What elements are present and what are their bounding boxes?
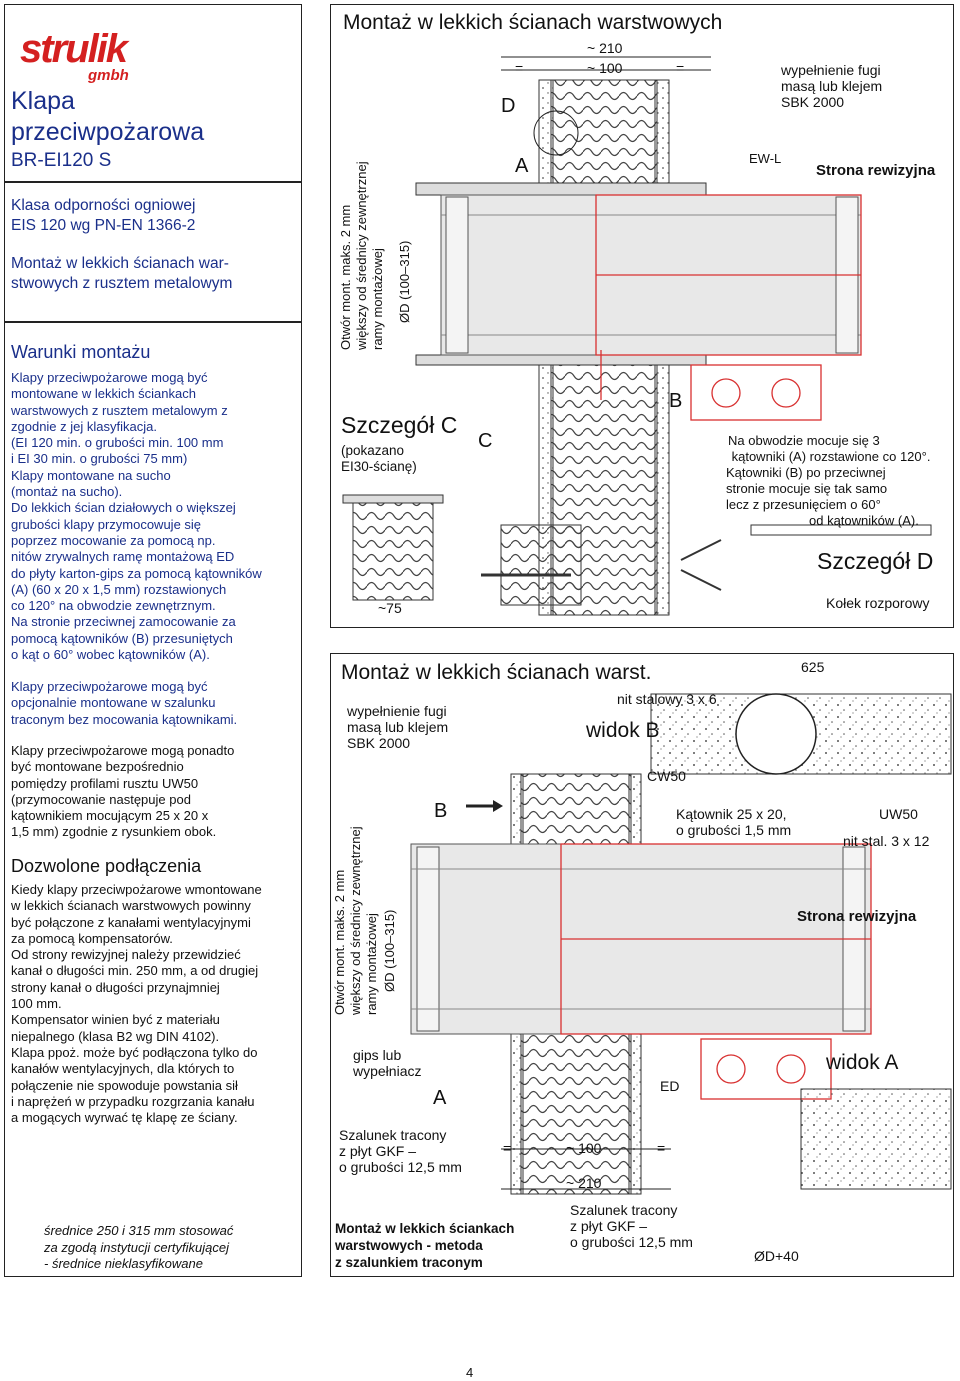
detail-d-note: Kołek rozporowy [826,595,930,611]
opening-note: Otwór mont. maks. 2 mm większy od średni… [338,161,385,350]
detail-d-title: Szczegół D [817,548,934,574]
dim-100-label: ~ 100 [587,60,623,76]
diagram-wall-mounting-drawing [342,56,932,616]
mounting-frame [415,182,707,196]
view-b-title: widok B [586,719,660,742]
angle-b-note: Kątowniki (B) po przeciwnej stronie mocu… [726,465,888,512]
mount-type-line2: stwowych z rusztem metalowym [11,275,233,292]
fill-note: wypełnienie fugi masą lub klejem SBK 200… [781,62,883,110]
view-a-title: widok A [826,1051,899,1074]
divider [4,321,302,323]
connections-title: Dozwolone podłączenia [11,856,202,876]
label-a: A [433,1087,447,1109]
conditions-text-optional: Klapy przeciwpożarowe mogą być opcjonaln… [11,679,238,727]
detail-c-title: Szczegół C [341,412,458,438]
diameter-footnote: średnice 250 i 315 mm stosować za zgodą … [44,1223,234,1271]
dim-equal-label: = [657,1140,666,1156]
diagram-formwork-mounting [330,653,954,1277]
label-b: B [434,800,448,822]
mount-type-line1: Montaż w lekkich ścianach war- [11,255,229,272]
detail-c-drawing [342,494,582,606]
dim-210-label: ~ 210 [566,1175,602,1191]
diameter-label: ØD (100–315) [382,909,397,992]
angle-label: Kątownik 25 x 20, o grubości 1,5 mm [676,806,792,838]
release-mechanism [560,843,872,1100]
dim-d40-label: ØD+40 [754,1248,799,1264]
view-a-section [800,1088,952,1190]
diagram2-caption: Montaż w lekkich ściankach warstwowych -… [335,1221,515,1270]
rivet-label: nit stalowy 3 x 6 [617,691,717,707]
label-b: B [669,390,683,412]
dim-210-label: ~ 210 [587,40,623,56]
diagram2-title: Montaż w lekkich ścianach warst. [341,661,652,684]
angle-a-note: Na obwodzie mocuje się 3 kątowniki (A) r… [728,433,931,464]
info-panel [4,4,302,1277]
svg-text:gmbh: gmbh [87,67,129,84]
dim-75-label: ~75 [378,600,402,616]
cw50-label: CW50 [647,768,686,784]
detail-c-note: (pokazano EI30-ścianę) [341,443,417,474]
view-b-opening [735,693,817,775]
label-d: D [501,95,516,117]
formwork-label-2: Szalunek tracony z płyt GKF – o grubości… [570,1202,693,1250]
rivet2-label: nit stal. 3 x 12 [843,833,930,849]
inspection-side-label: Strona rewizyjna [816,162,936,179]
label-a: A [515,155,529,177]
detail-d-drawing [680,524,932,591]
inspection-side-label: Strona rewizyjna [797,908,917,925]
page-number: 4 [466,1365,474,1380]
conditions-text-direct: Klapy przeciwpożarowe mogą ponadto być m… [11,743,235,840]
dim-625-label: 625 [801,659,825,675]
divider [4,181,302,183]
dim-equal-label: = [676,60,685,76]
conditions-text: Klapy przeciwpożarowe mogą być montowane… [11,370,262,663]
product-title-line1: Klapa [11,87,75,115]
svg-text:strulik: strulik [20,27,130,71]
dim-100-label: ~ 100 [566,1140,602,1156]
uw50-label: UW50 [879,806,918,822]
angle-b-note-end: od kątowników (A). [809,513,919,528]
diameter-label: ØD (100–315) [397,240,412,323]
formwork-label: Szalunek tracony z płyt GKF – o grubości… [339,1127,462,1175]
diagram-wall-mounting [330,4,954,628]
strulik-logo: strulik gmbh [20,27,132,84]
dim-equal-label: = [515,60,524,76]
fill-note: wypełnienie fugi masą lub klejem SBK 200… [347,703,449,751]
detail-d-marker [533,110,579,156]
fire-class-line2: EIS 120 wg PN-EN 1366-2 [11,217,196,234]
ewl-label: EW-L [749,151,782,166]
gypsum-label: gips lub wypełniacz [353,1047,422,1079]
conditions-title: Warunki montażu [11,342,151,362]
dim-equal-label: = [503,1140,512,1156]
connections-text: Kiedy klapy przeciwpożarowe wmontowane w… [11,882,262,1126]
opening-note: Otwór mont. maks. 2 mm większy od średni… [332,826,379,1015]
label-c: C [478,430,493,452]
fire-class-line1: Klasa odporności ogniowej [11,197,196,214]
diagram1-title: Montaż w lekkich ścianach warstwowych [343,11,723,34]
release-mechanism [595,194,862,421]
product-title-line2: przeciwpożarowa [11,118,205,146]
diagram-formwork-mounting-drawing [410,693,952,1195]
product-model: BR-EI120 S [11,150,112,171]
ed-label: ED [660,1078,680,1094]
